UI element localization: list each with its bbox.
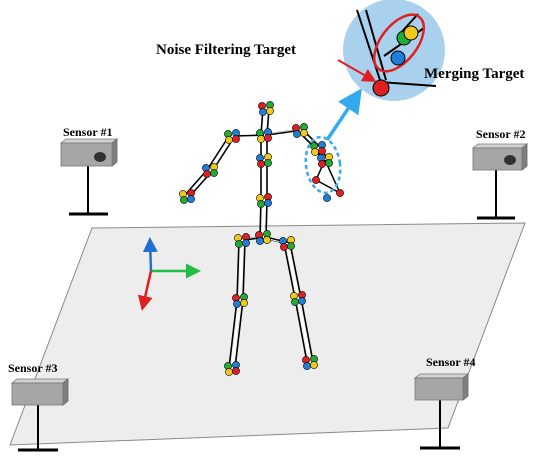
skeleton-joint bbox=[240, 299, 248, 307]
joint-yellow bbox=[403, 25, 419, 41]
sensor-lens bbox=[94, 152, 106, 162]
sensor-lens bbox=[504, 155, 516, 165]
sensor-3 bbox=[10, 378, 70, 452]
noise-joint bbox=[336, 189, 344, 197]
zoom-circle bbox=[343, 0, 445, 101]
skeleton-joint bbox=[257, 200, 265, 208]
skeleton-joint bbox=[232, 367, 240, 375]
sensor-2-label: Sensor #2 bbox=[476, 127, 526, 141]
sensor-1-label: Sensor #1 bbox=[63, 125, 113, 139]
skeleton-bone bbox=[206, 135, 230, 171]
skeleton-joint bbox=[287, 242, 295, 250]
skeleton-joint bbox=[225, 136, 233, 144]
skeleton-joint bbox=[264, 199, 272, 207]
skeleton-joint bbox=[311, 148, 319, 156]
skeleton-joint bbox=[210, 169, 218, 177]
axis-z-arrow bbox=[137, 270, 153, 311]
skeleton-bone bbox=[239, 239, 243, 301]
skeleton-bone bbox=[286, 242, 299, 299]
skeleton-bone bbox=[234, 299, 244, 369]
skeleton-joint bbox=[298, 297, 306, 305]
sensor-3-label: Sensor #3 bbox=[8, 361, 58, 375]
skeleton-joint bbox=[264, 159, 272, 167]
skeleton-joint bbox=[310, 361, 318, 369]
skeleton-joint bbox=[263, 236, 271, 244]
skeleton-joint bbox=[242, 239, 250, 247]
callout-arrow bbox=[325, 88, 362, 141]
skeleton-joint bbox=[318, 147, 326, 155]
skeleton-joint bbox=[232, 135, 240, 143]
skeleton-joint bbox=[318, 160, 326, 168]
sensor-4-label: Sensor #4 bbox=[426, 355, 476, 369]
joint-red-noise bbox=[372, 79, 390, 97]
skeleton-joint bbox=[266, 107, 274, 115]
skeleton-joint bbox=[256, 237, 264, 245]
skeleton-joint bbox=[257, 135, 265, 143]
skeleton-bone bbox=[289, 242, 302, 299]
skeleton-bone bbox=[228, 299, 238, 369]
skeleton-joint bbox=[280, 243, 288, 251]
skeleton-bone bbox=[300, 297, 314, 363]
skeleton-bone bbox=[242, 239, 246, 301]
floor-plane bbox=[9, 222, 526, 446]
skeleton-joint bbox=[293, 130, 301, 138]
skeleton-bone bbox=[283, 242, 296, 299]
skeleton-joint bbox=[325, 159, 333, 167]
merge-highlight-ring bbox=[372, 13, 426, 73]
noise-bone bbox=[315, 179, 341, 194]
skeleton-bone bbox=[231, 299, 241, 369]
skeleton-bone bbox=[294, 297, 308, 363]
skeleton-figure bbox=[179, 101, 344, 376]
skeleton-bone bbox=[297, 297, 311, 363]
skeleton-joint bbox=[300, 129, 308, 137]
noise-filtering-target-label: Noise Filtering Target bbox=[156, 42, 296, 58]
noise-filter-highlight bbox=[304, 135, 342, 195]
axis-y-arrow bbox=[142, 237, 158, 272]
noise-target-arrow bbox=[337, 59, 377, 82]
skeleton-joint bbox=[303, 362, 311, 370]
sensor-2 bbox=[471, 143, 529, 220]
skeleton-joint bbox=[225, 368, 233, 376]
skeleton-bone bbox=[236, 239, 240, 301]
sensor-1 bbox=[59, 138, 119, 216]
noise-joint bbox=[323, 194, 331, 202]
coordinate-axes bbox=[137, 237, 201, 311]
skeleton-joint bbox=[235, 240, 243, 248]
skeleton-joint bbox=[233, 300, 241, 308]
joint-blue bbox=[390, 50, 406, 66]
skeleton-joint bbox=[257, 160, 265, 168]
skeleton-joint bbox=[264, 134, 272, 142]
skeleton-joint bbox=[259, 108, 267, 116]
skeleton-joint bbox=[291, 298, 299, 306]
skeleton-joint bbox=[187, 195, 195, 203]
sensor-4 bbox=[413, 373, 470, 450]
skeleton-joint bbox=[180, 196, 188, 204]
merging-target-label: Merging Target bbox=[424, 66, 525, 82]
noise-joint bbox=[312, 176, 320, 184]
skeleton-joint bbox=[203, 170, 211, 178]
